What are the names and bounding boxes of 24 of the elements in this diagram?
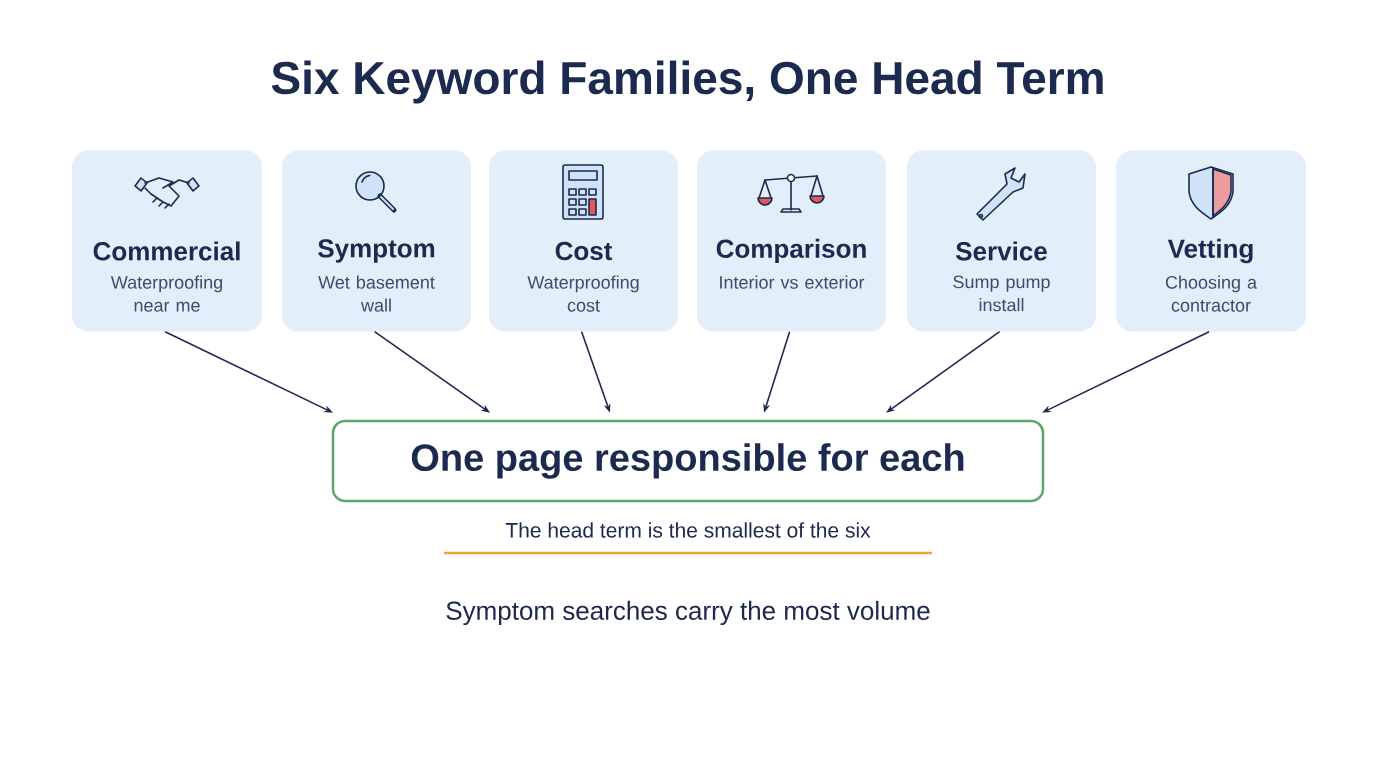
card-subtitle: Sump pump install (953, 275, 1050, 312)
result-box: One page responsible for each (331, 419, 1045, 503)
card-subtitle: Interior vs exterior (720, 275, 865, 289)
card-subtitle: Wet basement wall (318, 275, 435, 312)
card-subtitle: Choosing a contractor (1165, 275, 1257, 312)
card-title: Vetting (1167, 238, 1253, 264)
card-subtitle: Waterproofing cost (527, 275, 639, 312)
keyword-card (907, 150, 1096, 332)
note: Symptom searches carry the most volume (446, 600, 930, 626)
card-title: Comparison (716, 238, 866, 264)
keyword-card (72, 150, 262, 332)
card-title: Commercial (93, 241, 240, 261)
card-title: Symptom (318, 239, 435, 263)
title: Six Keyword Families, One Head Term (271, 60, 1103, 104)
card-subtitle: Waterproofing near me (110, 275, 223, 312)
note: The head term is the smallest of the six (505, 522, 871, 538)
arrow (886, 330, 1001, 413)
keyword-card (697, 150, 886, 332)
keyword-card (282, 150, 471, 332)
card-title: Service (956, 241, 1047, 261)
arrow (373, 330, 490, 413)
keyword-card (1116, 150, 1306, 332)
card-title: Cost (555, 241, 613, 261)
keyword-card (489, 150, 678, 332)
